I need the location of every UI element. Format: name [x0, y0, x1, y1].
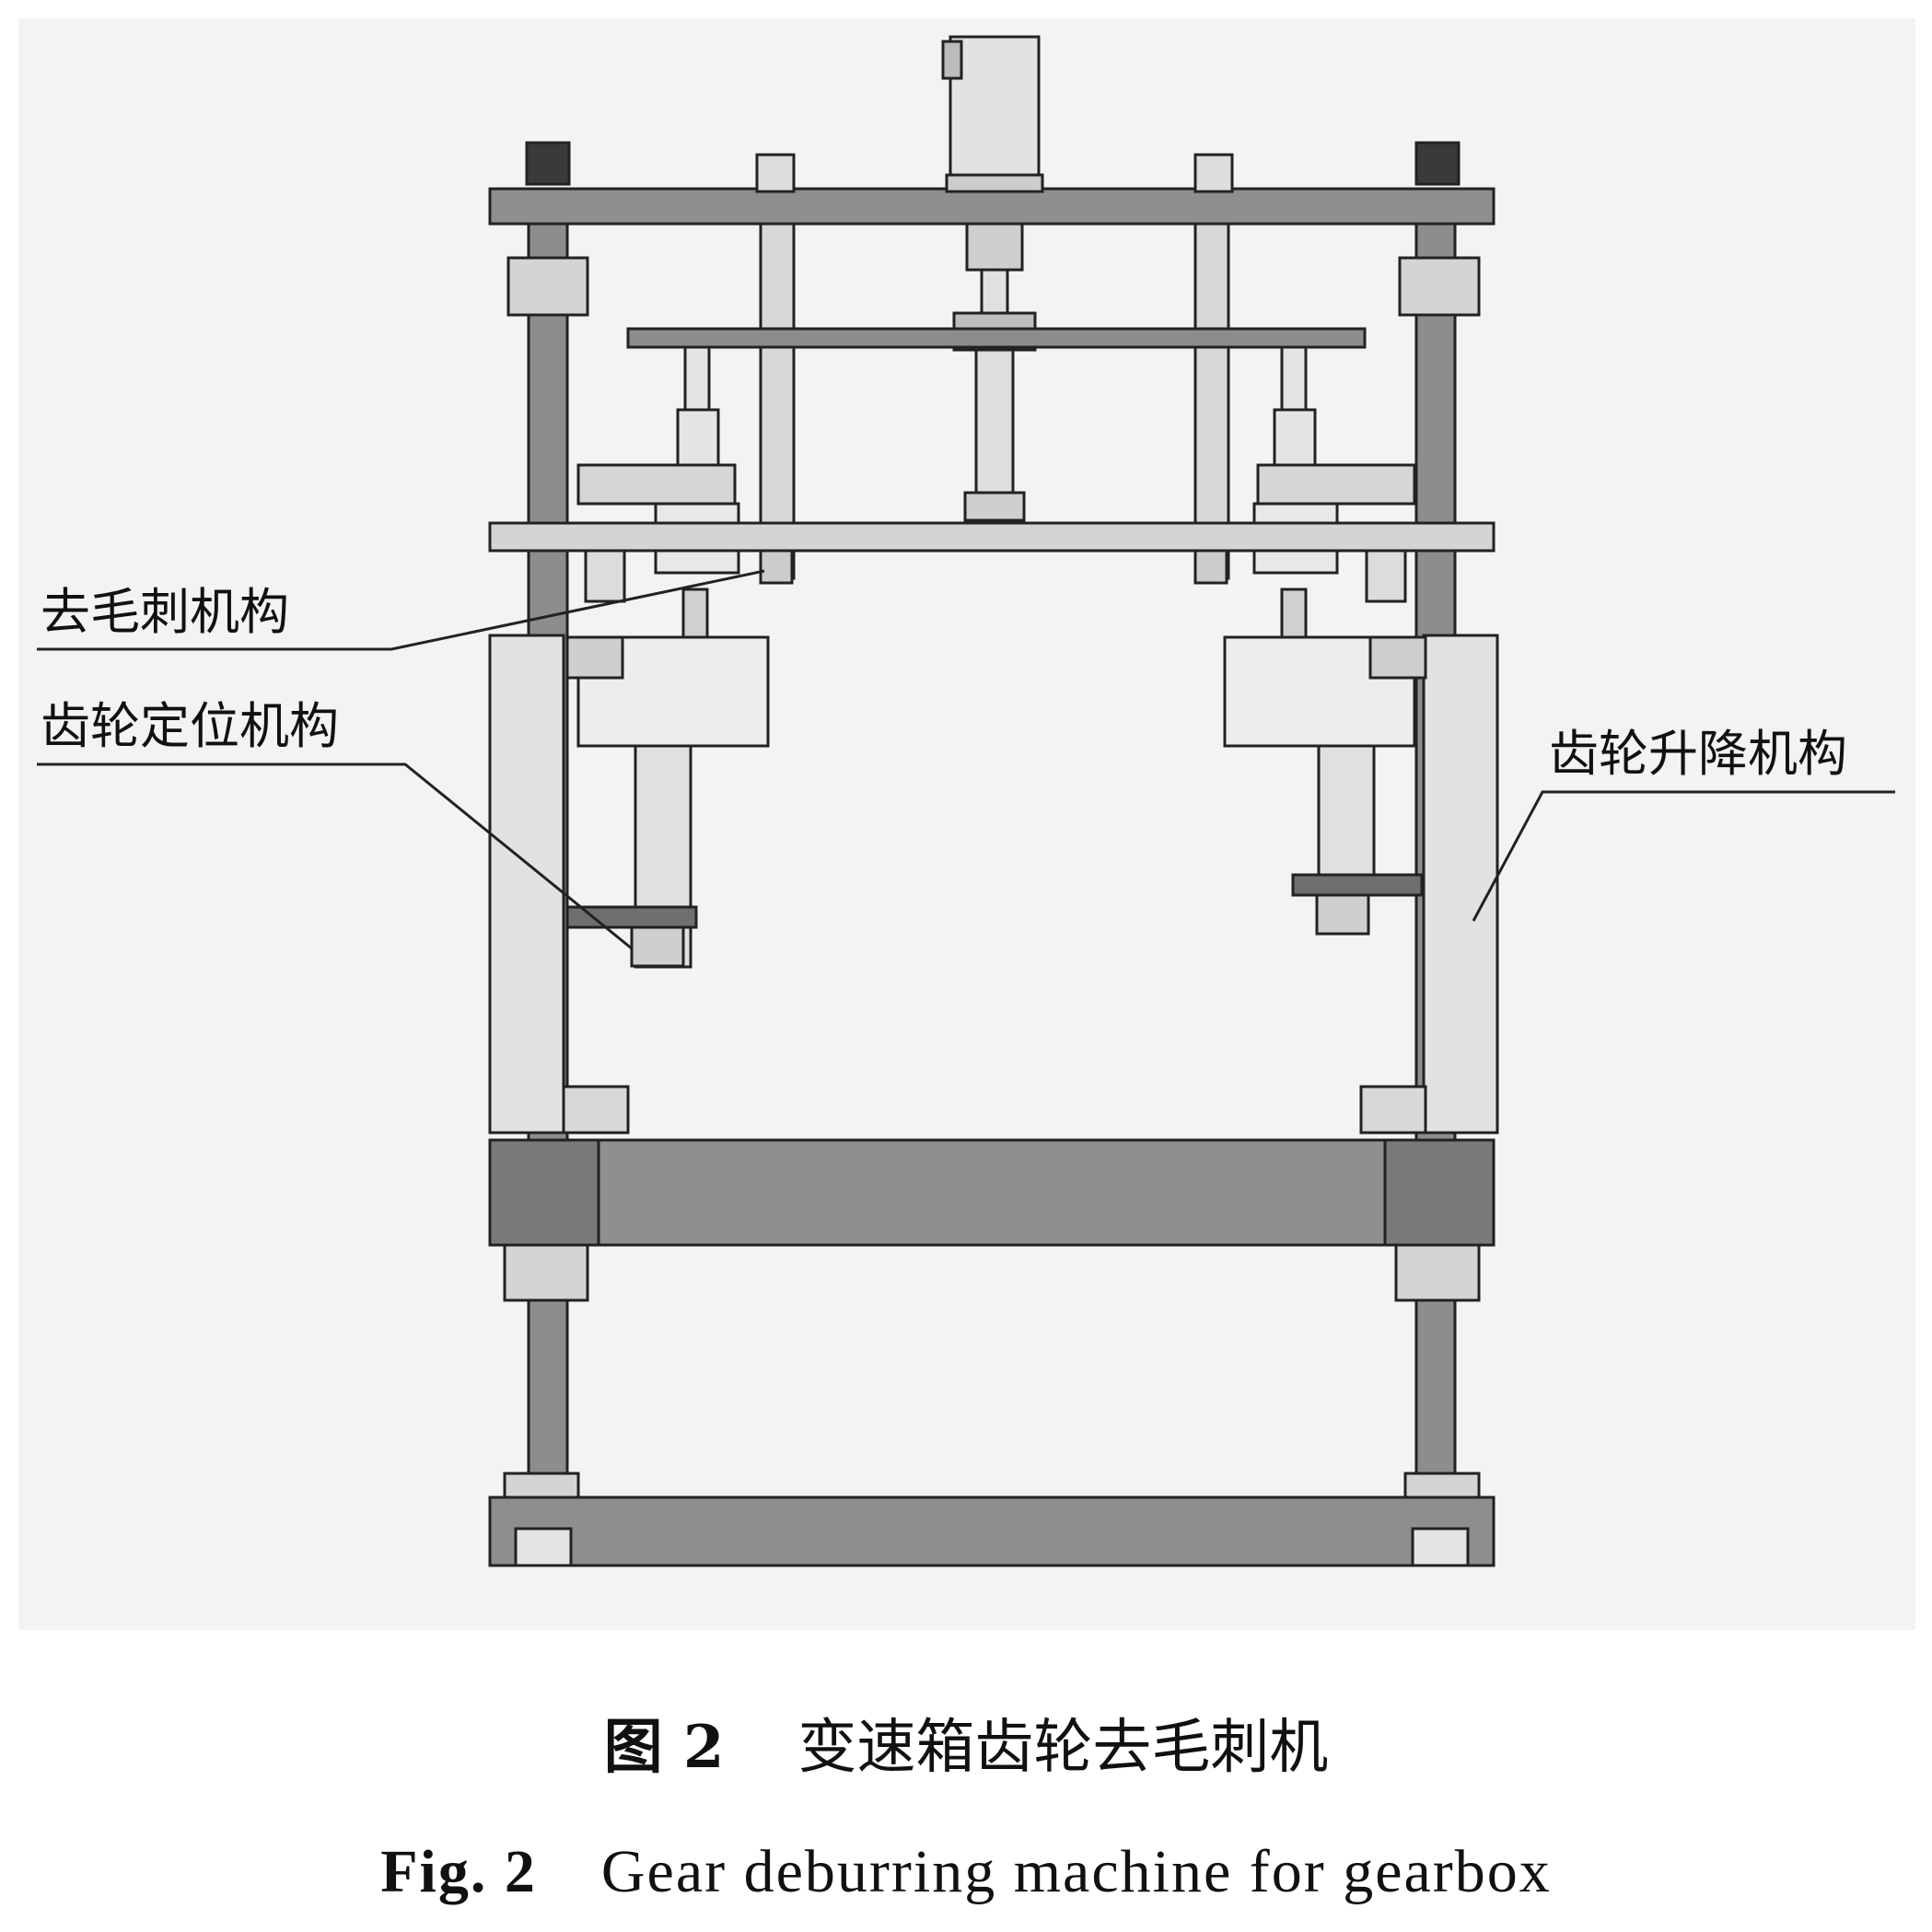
label-gear-positioning-mechanism: 齿轮定位机构: [41, 697, 339, 755]
middle-cross-beam: [488, 1138, 1496, 1247]
right-deburr-tool: [1280, 588, 1308, 639]
right-rod-nut: [1193, 549, 1228, 585]
right-positioning-bracket: [1291, 873, 1424, 897]
upper-moving-plate: [626, 327, 1367, 349]
right-deburr-motor-belt: [1256, 463, 1416, 506]
right-collar-top: [1398, 256, 1481, 317]
label-deburring-mechanism: 去毛刺机构: [41, 583, 289, 641]
left-top-nut: [525, 141, 571, 186]
middle-beam-right-block: [1383, 1138, 1496, 1247]
bottom-base-beam: [488, 1496, 1496, 1567]
leader-deburring: [37, 569, 765, 651]
middle-beam-left-block: [488, 1138, 600, 1247]
left-rod-nut: [759, 549, 794, 585]
right-deburr-spindle-top: [1280, 345, 1308, 413]
middle-plate: [488, 521, 1496, 553]
right-top-nut: [1414, 141, 1461, 186]
right-positioning-spindle: [1317, 744, 1376, 895]
left-deburr-spindle-top: [683, 345, 711, 413]
left-housing-arm: [565, 635, 624, 680]
bottom-right-foot: [1411, 1527, 1470, 1567]
right-lift-foot: [1359, 1085, 1427, 1135]
central-spindle-lower: [974, 348, 1015, 499]
central-coupling: [965, 222, 1024, 272]
right-collar-mid: [1394, 1243, 1481, 1302]
left-deburr-spindle-body: [676, 408, 720, 467]
left-small-motor: [584, 549, 626, 603]
top-motor-flange: [945, 173, 1044, 193]
right-positioning-tip: [1315, 893, 1370, 936]
caption-en-number: Fig. 2: [380, 1838, 537, 1905]
leader-positioning: [37, 762, 633, 950]
right-guide-cap: [1193, 153, 1234, 193]
left-deburr-tool: [681, 588, 709, 639]
right-housing-arm: [1368, 635, 1427, 680]
top-motor: [949, 35, 1041, 191]
top-beam: [488, 187, 1496, 226]
left-collar-top: [506, 256, 589, 317]
caption-cn-number: 图 2: [603, 1713, 725, 1782]
caption-en-title: Gear deburring machine for gearbox: [600, 1838, 1552, 1905]
top-motor-cap: [941, 40, 963, 80]
left-deburr-motor-belt: [576, 463, 737, 506]
left-guide-cap: [755, 153, 796, 193]
left-positioning-tip: [630, 925, 685, 968]
caption-cn-title: 变速箱齿轮去毛刺机: [797, 1714, 1329, 1782]
label-gear-lifting-mechanism: 齿轮升降机构: [1549, 725, 1847, 783]
leader-lifting: [1472, 790, 1895, 922]
drawing-background: [18, 18, 1915, 1630]
bottom-left-foot: [514, 1527, 573, 1567]
right-deburr-spindle-body: [1273, 408, 1317, 467]
right-side-frame: [1422, 634, 1499, 1135]
left-lift-foot: [562, 1085, 630, 1135]
right-small-motor: [1365, 549, 1407, 603]
left-side-frame: [488, 634, 565, 1135]
left-collar-mid: [503, 1243, 589, 1302]
central-spindle-base: [963, 491, 1026, 522]
